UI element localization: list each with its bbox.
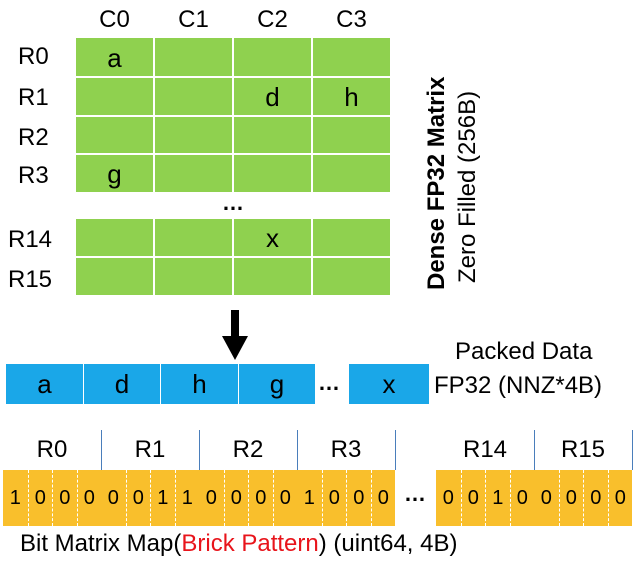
matrix-cell-r15-c1	[154, 257, 233, 296]
bitmap-group-separator	[199, 430, 200, 470]
matrix-cell-r0-c1	[154, 37, 233, 77]
bitmap-bit-r2-0: 0	[199, 470, 224, 526]
column-header-c3: C3	[336, 6, 367, 33]
matrix-cell-r14-c1	[154, 218, 233, 257]
bitmap-bit-r15-3: 0	[607, 470, 632, 526]
bitmap-bit-r0-1: 0	[27, 470, 52, 526]
bitmap-caption-highlight: Brick Pattern	[181, 530, 319, 557]
down-arrow-icon	[222, 310, 248, 360]
bitmap-group-separator	[297, 430, 298, 470]
matrix-cell-r1-c0	[75, 77, 154, 116]
row-header-r2: R2	[18, 124, 49, 151]
matrix-cell-r2-c0	[75, 116, 154, 154]
bitmap-bit-r3-3: 0	[370, 470, 395, 526]
matrix-gap-ellipsis: …	[222, 190, 244, 215]
bitmap-bit-r3-2: 0	[346, 470, 371, 526]
matrix-cell-r15-c3	[312, 257, 391, 296]
bitmap-bit-r15-2: 0	[583, 470, 608, 526]
bitmap-caption-prefix: Bit Matrix Map(	[20, 530, 182, 557]
bitmap-bit-r14-3: 0	[509, 470, 534, 526]
packed-cell-x: x	[349, 364, 429, 404]
matrix-cell-r1-c2: d	[233, 77, 312, 116]
bitmap-bit-r2-2: 0	[248, 470, 273, 526]
bitmap-bit-r14-0: 0	[436, 470, 461, 526]
matrix-cell-r3-c1	[154, 154, 233, 193]
matrix-subtitle: Zero Filled (256B)	[454, 90, 481, 283]
matrix-cell-r2-c2	[233, 116, 312, 154]
matrix-cell-r0-c2	[233, 37, 312, 77]
bitmap-group-separator	[395, 430, 396, 470]
row-header-r14: R14	[8, 226, 53, 253]
bitmap-group-separator	[632, 430, 633, 470]
matrix-cell-r14-c0	[75, 218, 154, 257]
packed-cell-a: a	[5, 364, 83, 404]
matrix-title: Dense FP32 Matrix	[423, 76, 450, 290]
matrix-cell-r1-c1	[154, 77, 233, 116]
column-header-c1: C1	[178, 6, 209, 33]
bitmap-bit-r3-0: 1	[297, 470, 322, 526]
bitmap-caption-suffix: ) (uint64, 4B)	[318, 530, 458, 557]
matrix-cell-r0-c3	[312, 37, 391, 77]
matrix-cell-r14-c2: x	[233, 218, 312, 257]
packed-cell-h: h	[160, 364, 238, 404]
row-header-r1: R1	[18, 84, 49, 111]
packed-ellipsis: …	[318, 370, 340, 395]
bitmap-bit-r2-1: 0	[223, 470, 248, 526]
bitmap-group-separator	[534, 430, 535, 470]
bitmap-bit-r0-3: 0	[76, 470, 101, 526]
bitmap-bit-r1-0: 0	[101, 470, 126, 526]
bitmap-bit-r3-1: 0	[321, 470, 346, 526]
bitmap-label-r0: R0	[36, 436, 68, 463]
packed-cell-g: g	[238, 364, 315, 404]
bitmap-label-r15: R15	[560, 436, 606, 463]
bitmap-bit-r0-2: 0	[52, 470, 77, 526]
row-header-r3: R3	[18, 162, 49, 189]
bitmap-bit-r14-2: 1	[485, 470, 510, 526]
row-header-r15: R15	[8, 266, 53, 293]
packed-cell-d: d	[83, 364, 160, 404]
bitmap-bit-r1-3: 1	[174, 470, 199, 526]
bitmap-bit-r14-1: 0	[460, 470, 485, 526]
bitmap-group-separator	[101, 430, 102, 470]
bitmap-bit-r0-0: 1	[3, 470, 28, 526]
packed-data-type: FP32 (NNZ*4B)	[434, 372, 603, 399]
bitmap-bit-r1-1: 0	[125, 470, 150, 526]
bitmap-bit-r15-1: 0	[558, 470, 583, 526]
packed-data-label: Packed Data	[455, 338, 593, 365]
matrix-cell-r3-c2	[233, 154, 312, 193]
matrix-cell-r2-c3	[312, 116, 391, 154]
matrix-cell-r15-c2	[233, 257, 312, 296]
bitmap-bit-r2-3: 0	[272, 470, 297, 526]
matrix-cell-r15-c0	[75, 257, 154, 296]
matrix-cell-r0-c0: a	[75, 37, 154, 77]
bitmap-caption: Bit Matrix Map(Brick Pattern) (uint64, 4…	[20, 532, 457, 556]
bitmap-label-r3: R3	[330, 436, 362, 463]
bitmap-label-r14: R14	[462, 436, 508, 463]
matrix-cell-r14-c3	[312, 218, 391, 257]
column-header-c2: C2	[257, 6, 288, 33]
matrix-cell-r3-c0: g	[75, 154, 154, 193]
bitmap-label-r1: R1	[134, 436, 166, 463]
matrix-cell-r2-c1	[154, 116, 233, 154]
bitmap-label-r2: R2	[232, 436, 264, 463]
matrix-cell-r1-c3: h	[312, 77, 391, 116]
bitmap-ellipsis: …	[404, 481, 426, 506]
bitmap-bit-r15-0: 0	[534, 470, 559, 526]
row-header-r0: R0	[18, 43, 49, 70]
bitmap-bit-r1-2: 1	[150, 470, 175, 526]
matrix-cell-r3-c3	[312, 154, 391, 193]
column-header-c0: C0	[99, 6, 130, 33]
